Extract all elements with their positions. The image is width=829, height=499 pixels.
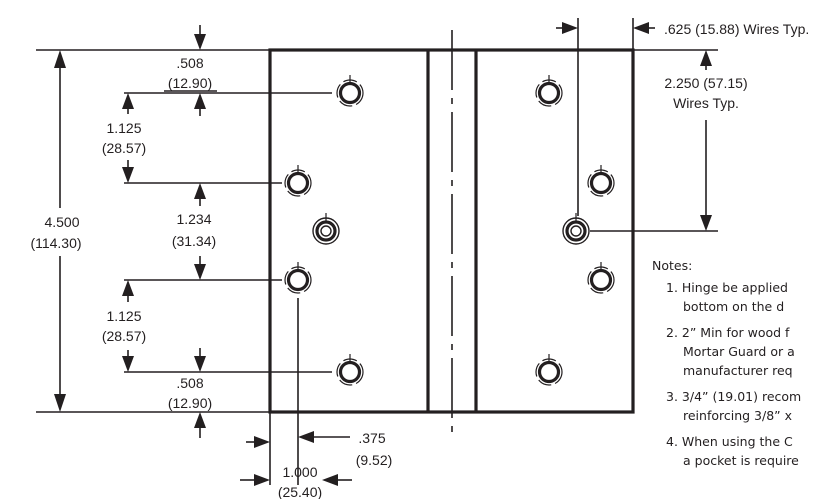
- hole-column-label: 1.000: [282, 464, 317, 480]
- screw-hole: [534, 352, 564, 387]
- edge-hole-dimension: [246, 431, 350, 448]
- lower-spacing-label: 1.125: [106, 308, 141, 324]
- extension-lines: [36, 18, 718, 485]
- top-offset-arrows: [194, 25, 206, 116]
- note-2-line-2: Mortar Guard or a: [683, 344, 795, 359]
- screw-hole: [283, 163, 313, 198]
- bottom-offset-mm-label: (12.90): [168, 395, 212, 411]
- note-3-line-2: reinforcing 3/8” x: [683, 408, 792, 423]
- left-leaf-holes: [283, 73, 365, 387]
- edge-hole-mm-label: (9.52): [356, 452, 393, 468]
- hole-column-dimension: [240, 474, 352, 486]
- hole-column-mm-label: (25.40): [278, 484, 322, 499]
- note-2-line-1: 2. 2” Min for wood f: [666, 325, 790, 340]
- bottom-offset-arrows: [194, 348, 206, 438]
- note-4-line-2: a pocket is require: [683, 453, 799, 468]
- wires-height-label: 2.250 (57.15): [664, 75, 747, 91]
- note-1-line-2: bottom on the d: [683, 299, 784, 314]
- screw-hole: [586, 163, 616, 198]
- lower-spacing-mm-label: (28.57): [102, 328, 146, 344]
- note-3-line-1: 3. 3/4” (19.01) recom: [666, 389, 801, 404]
- upper-spacing-label: 1.125: [106, 120, 141, 136]
- center-hole: [311, 211, 341, 246]
- center-spacing-mm-label: (31.34): [172, 233, 216, 249]
- overall-height-label: 4.500: [44, 214, 79, 230]
- wires-height-dimension: [700, 50, 712, 231]
- upper-spacing-mm-label: (28.57): [102, 140, 146, 156]
- screw-hole: [534, 73, 564, 108]
- center-hole: [561, 211, 591, 246]
- screw-hole: [335, 352, 365, 387]
- note-4-line-1: 4. When using the C: [666, 434, 793, 449]
- overall-height-dimension: [54, 50, 66, 412]
- screw-hole: [283, 260, 313, 295]
- lower-spacing-arrows: [122, 280, 134, 372]
- overall-height-mm-label: (114.30): [30, 235, 81, 251]
- wires-height-typ-label: Wires Typ.: [673, 95, 739, 111]
- upper-spacing-arrows: [122, 93, 134, 183]
- notes-title: Notes:: [652, 258, 692, 273]
- note-2-line-3: manufacturer req: [683, 363, 793, 378]
- top-offset-label: .508: [176, 55, 203, 71]
- center-spacing-arrows: [194, 183, 206, 280]
- screw-hole: [335, 73, 365, 108]
- note-1-line-1: 1. Hinge be applied: [666, 280, 788, 295]
- notes-block: Notes: 1. Hinge be applied bottom on the…: [652, 258, 801, 468]
- wires-width-label: .625 (15.88) Wires Typ.: [664, 21, 809, 37]
- screw-hole: [586, 260, 616, 295]
- right-leaf-holes: [534, 73, 616, 387]
- edge-hole-label: .375: [358, 430, 385, 446]
- center-spacing-label: 1.234: [176, 211, 211, 227]
- wires-width-dimension: [556, 22, 655, 34]
- top-offset-mm-label: (12.90): [168, 75, 212, 91]
- bottom-offset-label: .508: [176, 375, 203, 391]
